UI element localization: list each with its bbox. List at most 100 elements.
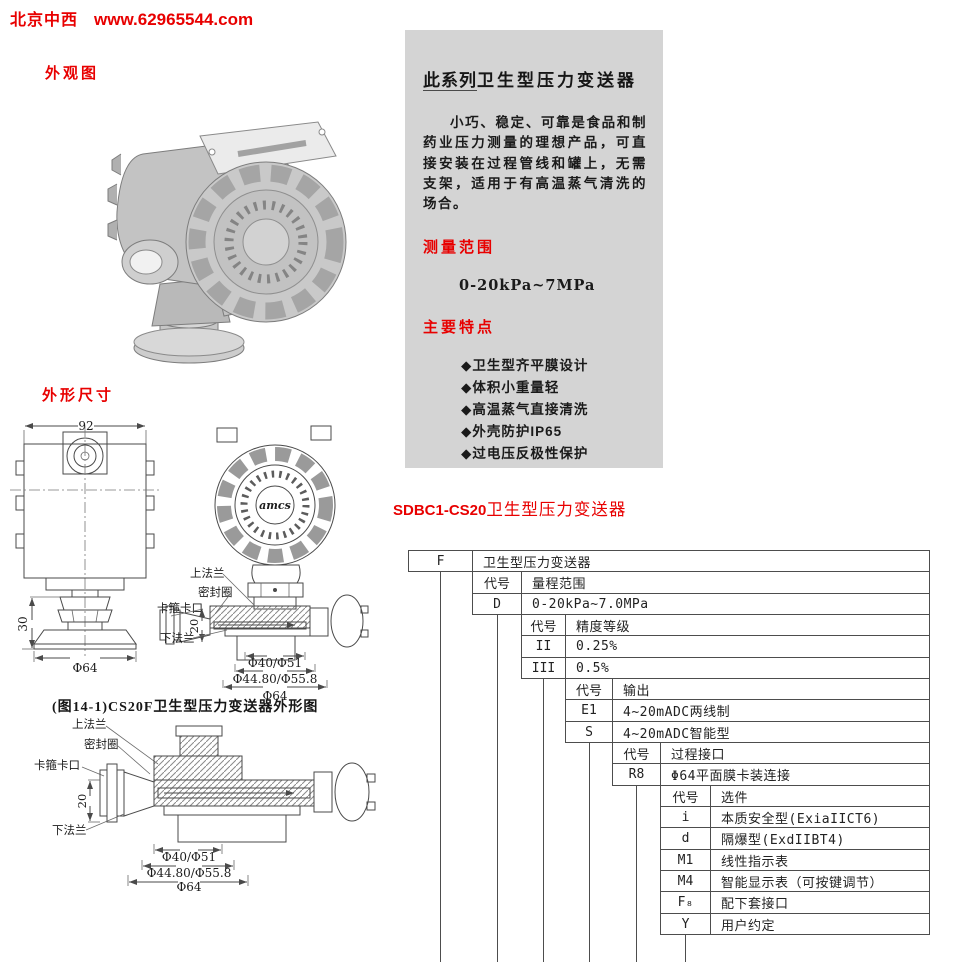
dim-middle-label: Φ44.80/Φ55.8	[147, 866, 232, 880]
section-height-dim: 20 下法兰	[52, 779, 125, 837]
model-leader-line	[440, 571, 441, 962]
front-view-drawing: 92 30	[10, 419, 160, 675]
model-desc-cell: 量程范围	[532, 577, 587, 592]
model-desc-cell: 智能显示表（可按键调节）	[721, 875, 884, 891]
model-code-cell: 代号	[522, 615, 566, 635]
model-desc-cell: 0.25%	[576, 639, 618, 654]
model-table-row: III 0.5%	[521, 657, 930, 679]
feature-item: ◆高温蒸气直接清洗	[461, 402, 589, 418]
dimensions-section-title: 外形尺寸	[42, 387, 115, 404]
model-code-cell: M4	[661, 871, 711, 891]
appearance-section-title: 外观图	[45, 65, 100, 82]
website-url: www.62965544.com	[94, 10, 254, 29]
lower-flange-label: 下法兰	[160, 631, 195, 645]
model-desc-cell: 隔爆型(ExdIIBT4)	[721, 833, 845, 848]
upper-flange-label: 上法兰	[190, 566, 225, 580]
flange-height-dim-label: 20	[187, 619, 201, 634]
dim-inner-label: Φ40/Φ51	[162, 850, 216, 864]
model-table-row: 代号量程范围	[472, 571, 930, 594]
product-info-box: 此系列卫生型压力变送器 小巧、稳定、可靠是食品和制药业压力测量的理想产品，可直接…	[405, 30, 663, 468]
model-desc-cell: 0-20kPa~7.0MPa	[532, 596, 649, 612]
model-leader-line	[496, 614, 498, 962]
feature-item: ◆外壳防护IP65	[461, 424, 563, 440]
side-neck	[247, 564, 304, 610]
figure-caption: (图14-1)CS20F卫生型压力变送器外形图	[52, 700, 319, 715]
model-desc-cell: 线性指示表	[721, 854, 789, 870]
dim-outer-label: Φ64	[176, 880, 201, 892]
model-code-cell: F₈	[661, 892, 711, 913]
model-table-row: 代号输出	[565, 678, 930, 700]
section-assembly	[99, 725, 376, 843]
model-table-row: 代号选件	[660, 785, 930, 807]
dim-outer-label: Φ64	[262, 689, 287, 703]
model-desc-cell: 0.5%	[576, 660, 610, 676]
model-table-row: M4 智能显示表（可按键调节）	[660, 870, 930, 892]
photo-nameplate	[199, 121, 337, 175]
model-leader-line	[543, 678, 544, 962]
model-desc-cell: Φ64平面膜卡装连接	[671, 769, 791, 784]
dim-inner-label: Φ40/Φ51	[248, 656, 302, 670]
model-table-row: S 4~20mADC智能型	[565, 721, 930, 743]
model-code-cell: S	[566, 722, 613, 742]
dim-base-64-label: Φ64	[72, 661, 97, 675]
product-description: 小巧、稳定、可靠是食品和制药业压力测量的理想产品，可直接安装在过程管线和罐上，无…	[423, 115, 647, 211]
clamp-port-label: 卡箍卡口	[157, 601, 203, 615]
feature-item: ◆过电压反极性保护	[461, 446, 589, 462]
model-leader-line	[685, 934, 686, 962]
model-desc-cell: 输出	[623, 683, 651, 699]
page-header: 北京中西 www.62965544.com	[10, 6, 253, 30]
model-leader-line	[636, 785, 637, 962]
section-view-drawing: 上法兰 密封圈 卡箍卡口	[34, 717, 376, 892]
range-heading: 测量范围	[423, 239, 496, 257]
front-dim-base: Φ64	[33, 651, 137, 675]
model-desc-cell: 卫生型压力变送器	[483, 555, 592, 571]
features-heading: 主要特点	[423, 319, 496, 337]
seal-ring-label: 密封圈	[84, 737, 119, 751]
brand-logo-text: amcs	[259, 499, 291, 512]
features-list: ◆卫生型齐平膜设计◆体积小重量轻◆高温蒸气直接清洗◆外壳防护IP65◆过电压反极…	[423, 355, 647, 465]
model-table-row: D 0-20kPa~7.0MPa	[472, 593, 930, 615]
info-title-main: 卫生型压力变送器	[477, 71, 637, 90]
feature-item: ◆体积小重量轻	[461, 380, 560, 396]
model-table-row: II 0.25%	[521, 635, 930, 658]
model-table-row: M1 线性指示表	[660, 849, 930, 871]
model-desc-cell: 用户约定	[721, 918, 776, 934]
model-desc-cell: 过程接口	[671, 747, 726, 763]
section-diameter-dims: Φ40/Φ51 Φ44.80/Φ55.8 Φ64	[127, 844, 249, 892]
model-code-cell: 代号	[661, 786, 711, 806]
model-code-cell: D	[473, 594, 522, 614]
model-table-row: R8 Φ64平面膜卡装连接	[612, 763, 930, 786]
info-title-prefix: 此系列	[423, 71, 477, 91]
upper-flange-label: 上法兰	[72, 717, 107, 731]
dim-92-label: 92	[78, 419, 93, 433]
model-code-text: SDBC1-CS20	[393, 502, 487, 519]
model-code-cell: M1	[661, 850, 711, 870]
brand-text: 北京中西	[10, 12, 79, 29]
side-clamp-assembly	[159, 594, 369, 661]
model-desc-cell: 精度等级	[576, 619, 631, 635]
model-code-cell: 代号	[473, 572, 522, 593]
model-code-cell: 代号	[613, 743, 661, 763]
side-diameter-dims: Φ40/Φ51 Φ44.80/Φ55.8 Φ64	[222, 652, 328, 703]
range-value: 0-20kPa~7MPa	[459, 277, 596, 295]
model-table-row: 代号精度等级	[521, 614, 930, 636]
photo-front-cover	[185, 161, 347, 323]
model-code-cell: R8	[613, 764, 661, 785]
model-desc-cell: 4~20mADC两线制	[623, 705, 731, 720]
model-code-cell: III	[522, 658, 566, 678]
model-code-cell: II	[522, 636, 566, 657]
model-code-cell: i	[661, 807, 711, 827]
model-name-text: 卫生型压力变送器	[486, 500, 627, 519]
seal-ring-label: 密封圈	[198, 585, 233, 599]
side-labels: 上法兰 密封圈 卡箍卡口 20 下法兰	[157, 566, 256, 645]
flange-height-dim-label: 20	[75, 794, 89, 809]
model-desc-cell: 4~20mADC智能型	[623, 726, 731, 742]
